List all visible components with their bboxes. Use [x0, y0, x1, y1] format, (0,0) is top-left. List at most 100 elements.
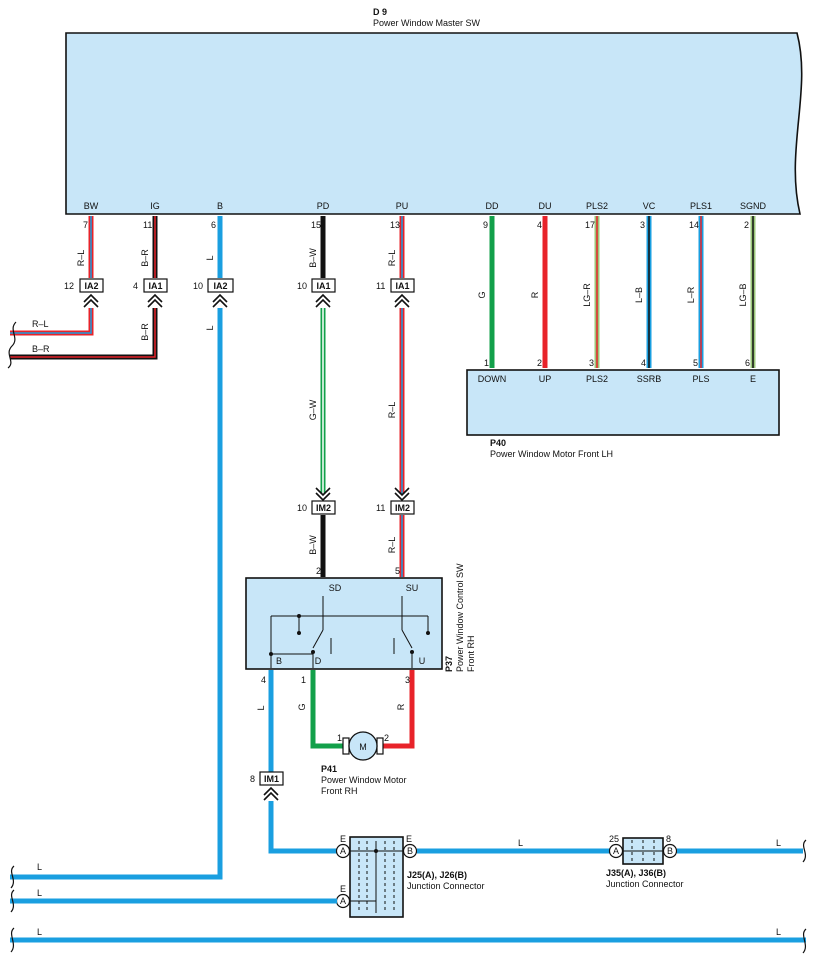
- left-wire-br: B–R: [32, 344, 50, 354]
- switch-contacts: [269, 614, 430, 656]
- svg-text:11: 11: [376, 503, 385, 513]
- pin-num-pls1: 14: [689, 220, 699, 230]
- wire-color-lb: L–B: [634, 287, 644, 303]
- wire-label-ig: B–R: [140, 249, 150, 267]
- pin-label-dd: DD: [486, 201, 499, 211]
- pin-num-pls2: 17: [585, 220, 595, 230]
- wire-rh-g: [310, 670, 346, 749]
- im1-chevron: [263, 786, 279, 801]
- j35-terminal-a: [608, 843, 624, 859]
- wire-bottom-3-label-right: L: [776, 927, 781, 937]
- svg-text:SSRB: SSRB: [637, 374, 662, 384]
- wire-color-lgr: LG–R: [582, 283, 592, 307]
- svg-text:10: 10: [297, 281, 307, 291]
- pin-label-b: B: [217, 201, 223, 211]
- svg-text:IA1: IA1: [316, 281, 330, 291]
- svg-text:10: 10: [297, 503, 307, 513]
- motor-rh-pin1: 1: [337, 733, 342, 743]
- pin-label-pls2: PLS2: [586, 201, 608, 211]
- wire-label-gw: G–W: [308, 399, 318, 420]
- j25-e3: E: [340, 884, 346, 894]
- svg-text:PLS: PLS: [692, 374, 709, 384]
- break-mark-left-top: [7, 321, 17, 369]
- wire-b-lower-label: L: [256, 705, 266, 710]
- svg-text:SD: SD: [329, 583, 342, 593]
- svg-text:3: 3: [405, 675, 410, 685]
- svg-text:D: D: [315, 656, 322, 666]
- wire-rh-r: [380, 670, 415, 749]
- svg-text:5: 5: [395, 566, 400, 576]
- pin-num-bw: 7: [83, 220, 88, 230]
- svg-text:B: B: [276, 656, 282, 666]
- pin-label-sgnd: SGND: [740, 201, 767, 211]
- ia-connectors: IA2 12 IA1 4 IA2 10 IA1 10 IA1 11: [64, 278, 415, 293]
- wire-label-br-lower: B–R: [140, 323, 150, 341]
- svg-text:PLS2: PLS2: [586, 374, 608, 384]
- master-sw-pins: BW IG B PD PU DD DU PLS2 VC PLS1 SGND 7 …: [83, 201, 766, 230]
- j35-name: Junction Connector: [606, 879, 684, 889]
- svg-text:A: A: [340, 896, 346, 906]
- im1-name: IM1: [264, 774, 279, 784]
- svg-text:3: 3: [589, 358, 594, 368]
- wire-rh-r-label: R: [396, 703, 406, 710]
- pin-label-pd: PD: [317, 201, 330, 211]
- j25-e2: E: [406, 834, 412, 844]
- svg-text:E: E: [750, 374, 756, 384]
- svg-text:A: A: [613, 846, 619, 856]
- im2-connectors: IM2 10 IM2 11: [297, 500, 415, 515]
- j25-name: Junction Connector: [407, 881, 485, 891]
- wire-color-r: R: [530, 291, 540, 298]
- motor-rh-symbol: [348, 731, 378, 761]
- motor-rh-pin2: 2: [384, 733, 389, 743]
- motor-rh-terminal-right: [376, 737, 384, 755]
- control-sw-name1: Power Window Control SW: [455, 563, 465, 672]
- wire-label-rl-lower: R–L: [387, 537, 397, 554]
- svg-text:A: A: [340, 846, 346, 856]
- im1-connector: [259, 771, 284, 786]
- wire-rl-left: [10, 308, 94, 336]
- j35-terminal-b: [662, 843, 678, 859]
- master-sw-code: D 9: [373, 7, 387, 17]
- pin-num-pu: 13: [390, 220, 400, 230]
- im1-pin: 8: [250, 774, 255, 784]
- wire-label-pu: R–L: [387, 250, 397, 267]
- im2-chevrons: [315, 487, 410, 502]
- pin-num-ig: 11: [143, 220, 152, 230]
- svg-text:2: 2: [537, 358, 542, 368]
- wire-label-b: L: [205, 255, 215, 260]
- j25-code: J25(A), J26(B): [407, 870, 467, 880]
- pin-label-pls1: PLS1: [690, 201, 712, 211]
- motor-rh-code: P41: [321, 764, 337, 774]
- svg-text:IM2: IM2: [395, 503, 410, 513]
- svg-text:4: 4: [261, 675, 266, 685]
- motor-lh-code: P40: [490, 438, 506, 448]
- motor-rh-symbol-label: M: [359, 742, 367, 752]
- wire-br-left: [10, 308, 158, 360]
- pin-label-bw: BW: [84, 201, 99, 211]
- wire-bottom-2-label: L: [37, 888, 42, 898]
- wire-bottom-1-label: L: [37, 862, 42, 872]
- svg-text:5: 5: [693, 358, 698, 368]
- wire-j35-right-label: L: [776, 838, 781, 848]
- svg-text:SU: SU: [406, 583, 419, 593]
- master-sw-box: [65, 32, 803, 215]
- pin-label-pu: PU: [396, 201, 409, 211]
- j25-e1: E: [340, 834, 346, 844]
- svg-text:IA1: IA1: [395, 281, 409, 291]
- svg-text:1: 1: [484, 358, 489, 368]
- pin-num-pd: 15: [311, 220, 321, 230]
- wire-label-bw: R–L: [76, 250, 86, 267]
- svg-text:B: B: [667, 846, 673, 856]
- wire-label-pd: B–W: [308, 248, 318, 268]
- svg-text:11: 11: [376, 281, 385, 291]
- wire-color-lgb: LG–B: [738, 283, 748, 306]
- pin-label-du: DU: [539, 201, 552, 211]
- control-sw-pins: 2 5 SD SU B D U 4 1 3: [261, 566, 425, 685]
- pin-num-sgnd: 2: [744, 220, 749, 230]
- pin-num-du: 4: [537, 220, 542, 230]
- motor-lh-box: [466, 369, 780, 436]
- j35-pin25: 25: [609, 834, 619, 844]
- svg-text:12: 12: [64, 281, 74, 291]
- svg-text:U: U: [419, 656, 426, 666]
